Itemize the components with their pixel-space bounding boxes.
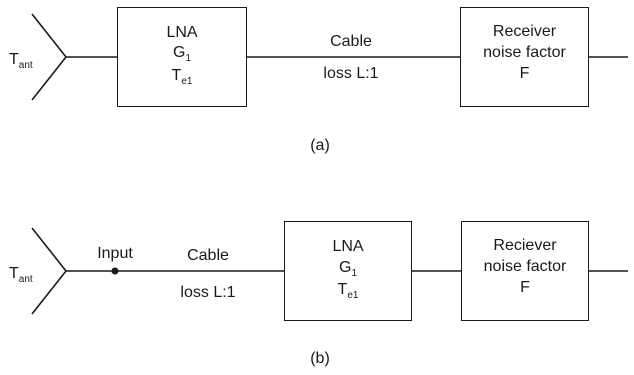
cable-loss-label-b: loss L:1 bbox=[180, 284, 236, 301]
lna-gain-symbol: G bbox=[172, 44, 186, 61]
receiver-block-a: Receiver noise factor F bbox=[460, 7, 589, 107]
antenna-a-icon bbox=[31, 13, 68, 101]
receiver-title: Reciever bbox=[493, 237, 557, 254]
lna-gain-subscript: 1 bbox=[351, 268, 357, 279]
antenna-temp-label-b: Tant bbox=[9, 265, 33, 285]
antenna-temp-symbol: T bbox=[9, 51, 19, 68]
lna-title: LNA bbox=[332, 238, 364, 255]
input-node-dot bbox=[111, 267, 119, 275]
antenna-temp-subscript: ant bbox=[18, 274, 33, 285]
receiver-noise-factor-label: noise factor bbox=[483, 258, 567, 275]
lna-gain-subscript: 1 bbox=[185, 53, 191, 64]
antenna-b-icon bbox=[31, 227, 68, 315]
lna-temp-subscript: e1 bbox=[347, 290, 359, 301]
receiver-noise-factor-label: noise factor bbox=[483, 44, 566, 61]
receiver-block-b: Reciever noise factor F bbox=[461, 221, 589, 321]
antenna-temp-label-a: Tant bbox=[9, 51, 33, 71]
lna-temp-symbol: T bbox=[337, 281, 348, 298]
caption-a: (a) bbox=[310, 137, 330, 154]
receiver-title: Receiver bbox=[492, 23, 557, 40]
antenna-temp-subscript: ant bbox=[18, 60, 33, 71]
lna-temp-label: Te1 bbox=[118, 67, 246, 87]
receiver-noise-factor-symbol: F bbox=[519, 65, 530, 82]
lna-temp-subscript: e1 bbox=[181, 76, 193, 87]
lna-gain-label: G1 bbox=[285, 259, 411, 279]
cable-loss-label-a: loss L:1 bbox=[323, 65, 379, 82]
receiver-noise-factor-symbol: F bbox=[520, 279, 530, 296]
antenna-temp-symbol: T bbox=[9, 265, 19, 282]
lna-gain-label: G1 bbox=[118, 44, 246, 64]
cable-label-a: Cable bbox=[330, 33, 372, 50]
cable-label-b: Cable bbox=[187, 247, 229, 264]
input-label: Input bbox=[97, 245, 133, 262]
lna-title: LNA bbox=[166, 24, 198, 41]
lna-block-a: LNA G1 Te1 bbox=[117, 7, 247, 107]
lna-temp-label: Te1 bbox=[285, 281, 411, 301]
lna-temp-symbol: T bbox=[171, 67, 182, 84]
caption-b: (b) bbox=[310, 350, 330, 367]
lna-gain-symbol: G bbox=[338, 259, 352, 276]
lna-block-b: LNA G1 Te1 bbox=[284, 221, 412, 321]
